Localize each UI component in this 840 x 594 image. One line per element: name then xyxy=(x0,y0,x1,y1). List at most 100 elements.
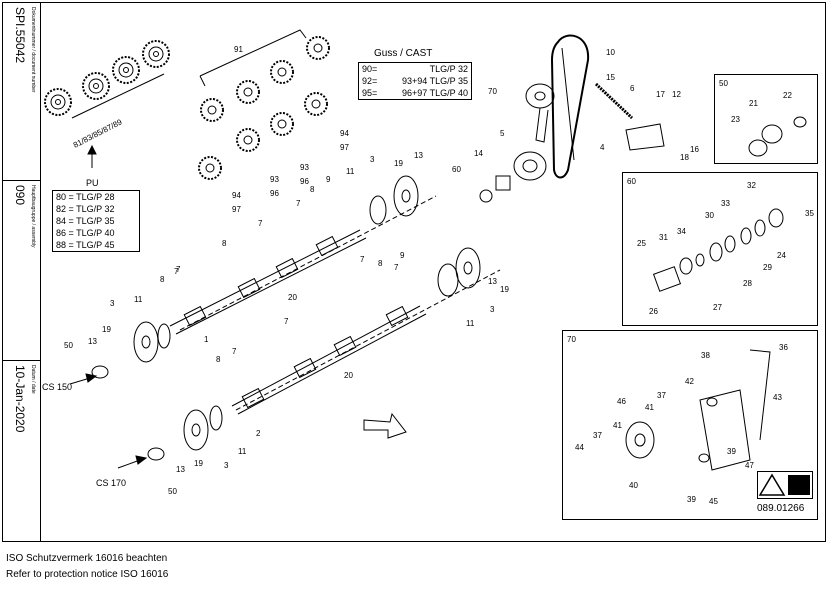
callout: 3 xyxy=(370,155,375,164)
cast-row: 92= 93+94 TLG/P 35 xyxy=(362,76,468,86)
cast-row: 90= TLG/P 32 xyxy=(362,64,468,74)
callout: 41 xyxy=(645,403,654,412)
callout: 13 xyxy=(414,151,423,160)
pu-table: 80 = TLG/P 28 82 = TLG/P 32 84 = TLG/P 3… xyxy=(52,190,140,252)
callout: 7 xyxy=(394,263,399,272)
callout: 1 xyxy=(204,335,209,344)
detail-title: 50 xyxy=(719,79,728,88)
doc-number-cell: Dokumentnummer / document number SPI.550… xyxy=(3,3,41,181)
pu-row: 80 = TLG/P 28 xyxy=(56,192,115,202)
callout: 32 xyxy=(747,181,756,190)
detail-title: 60 xyxy=(627,177,636,186)
callout: 39 xyxy=(727,447,736,456)
callout: 13 xyxy=(88,337,97,346)
callout: 13 xyxy=(176,465,185,474)
callout: 11 xyxy=(466,319,475,328)
callout: 4 xyxy=(600,143,605,152)
callout: 60 xyxy=(452,165,461,174)
callout: 50 xyxy=(64,341,73,350)
callout: 37 xyxy=(593,431,602,440)
callout: 34 xyxy=(677,227,686,236)
callout: 19 xyxy=(102,325,111,334)
protection-notice-de: ISO Schutzvermerk 16016 beachten xyxy=(6,553,168,564)
callout: 35 xyxy=(805,209,814,218)
detail-box-70: 70 36 38 43 42 46 41 37 37 41 44 39 47 4… xyxy=(562,330,818,520)
sprocket-set-label: 81/83/85/87/89 xyxy=(72,117,124,150)
callout: 19 xyxy=(194,459,203,468)
sprocket-set-label-group: 81/83/85/87/89 xyxy=(72,117,124,150)
callout: 36 xyxy=(779,343,788,352)
protection-notice-en: Refer to protection notice ISO 16016 xyxy=(6,569,169,580)
callout: 7 xyxy=(176,265,181,274)
warning-sticker xyxy=(757,471,813,499)
callout: 94 xyxy=(340,129,349,138)
callout: 8 xyxy=(160,275,165,284)
callout: 44 xyxy=(575,443,584,452)
callout: 5 xyxy=(500,129,505,138)
callout: 7 xyxy=(232,347,237,356)
callout: 91 xyxy=(234,45,243,54)
callout: 26 xyxy=(649,307,658,316)
callout: 33 xyxy=(721,199,730,208)
pu-row: 84 = TLG/P 35 xyxy=(56,216,115,226)
callout: 31 xyxy=(659,233,668,242)
callout: 2 xyxy=(256,429,261,438)
callout: 29 xyxy=(763,263,772,272)
shaft-upper xyxy=(169,229,367,335)
detail-60-parts xyxy=(652,208,784,292)
callout: 47 xyxy=(745,461,754,470)
callout: 13 xyxy=(488,277,497,286)
callout: 8 xyxy=(216,355,221,364)
pu-sprocket-set xyxy=(44,40,170,168)
cast-table: 90= TLG/P 32 92= 93+94 TLG/P 35 95= 96+9… xyxy=(358,62,472,100)
callout: 20 xyxy=(344,371,353,380)
callout: 37 xyxy=(657,391,666,400)
pu-row: 82 = TLG/P 32 xyxy=(56,204,115,214)
pu-row: 88 = TLG/P 45 xyxy=(56,240,115,250)
drawing-sheet: Dokumentnummer / document number SPI.550… xyxy=(2,2,826,542)
callout: 19 xyxy=(500,285,509,294)
callout: 3 xyxy=(224,461,229,470)
callout: 45 xyxy=(709,497,718,506)
callout: 19 xyxy=(394,159,403,168)
callout: 3 xyxy=(490,305,495,314)
callout: 11 xyxy=(238,447,247,456)
detail-box-60: 60 32 33 35 30 34 25 31 24 29 28 26 27 xyxy=(622,172,818,326)
callout: 96 xyxy=(300,177,309,186)
callout: 96 xyxy=(270,189,279,198)
detail-title: 70 xyxy=(567,335,576,344)
callout: 22 xyxy=(783,91,792,100)
drive-arrows xyxy=(69,373,148,469)
drive-label-cs150: CS 150 xyxy=(42,382,72,392)
direction-arrow xyxy=(363,412,407,439)
group-cell: Hauptbaugruppe / assembly 090 xyxy=(3,181,41,361)
callout: 11 xyxy=(134,295,143,304)
callout: 10 xyxy=(606,48,615,57)
callout: 7 xyxy=(258,219,263,228)
callout: 7 xyxy=(296,199,301,208)
belt-tensioner-assembly xyxy=(479,34,665,203)
cast-row: 95= 96+97 TLG/P 40 xyxy=(362,88,468,98)
callout: 8 xyxy=(310,185,315,194)
callout: 25 xyxy=(637,239,646,248)
detail-70-parts xyxy=(625,349,771,471)
callout: 18 xyxy=(680,153,689,162)
cast-sprocket-set xyxy=(198,29,330,180)
callout: 93 xyxy=(270,175,279,184)
callout: 3 xyxy=(110,299,115,308)
callout: 9 xyxy=(326,175,331,184)
callout: 8 xyxy=(222,239,227,248)
callout: 28 xyxy=(743,279,752,288)
callout: 24 xyxy=(777,251,786,260)
callout: 8 xyxy=(378,259,383,268)
callout: 17 xyxy=(656,90,665,99)
callout: 94 xyxy=(232,191,241,200)
callout: 41 xyxy=(613,421,622,430)
callout: 7 xyxy=(360,255,365,264)
callout: 50 xyxy=(168,487,177,496)
callout: 97 xyxy=(340,143,349,152)
callout: 9 xyxy=(400,251,405,260)
pu-row: 86 = TLG/P 40 xyxy=(56,228,115,238)
shaft-middle xyxy=(179,195,437,331)
callout: 16 xyxy=(690,145,699,154)
